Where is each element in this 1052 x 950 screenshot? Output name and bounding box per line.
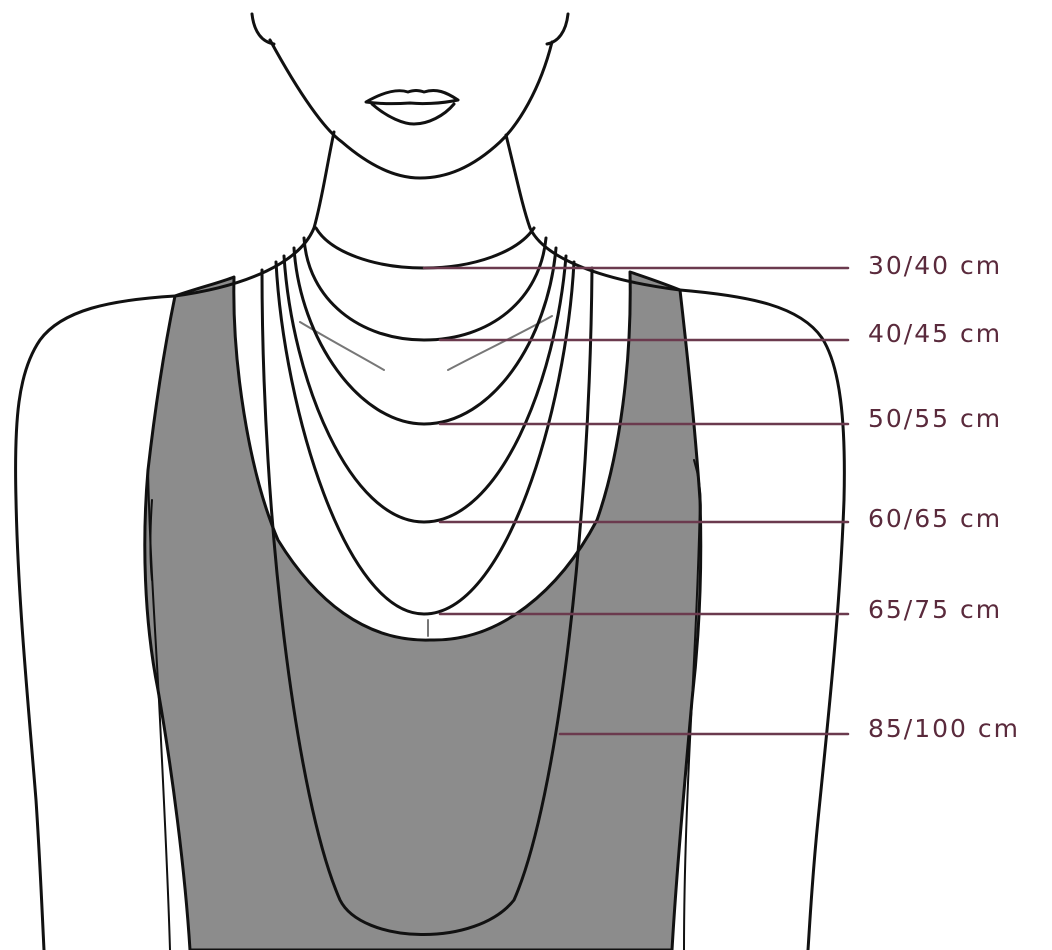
- length-label-30-40: 30/40 cm: [868, 253, 1002, 278]
- right-ear: [547, 14, 568, 44]
- length-label-50-55: 50/55 cm: [868, 406, 1002, 431]
- length-label-40-45: 40/45 cm: [868, 321, 1002, 346]
- upper-lip: [366, 90, 458, 103]
- length-label-85-100: 85/100 cm: [868, 716, 1020, 741]
- necklace-50-55: [294, 248, 556, 424]
- necklace-65-75: [276, 262, 574, 614]
- necklace-40-45: [304, 238, 546, 340]
- length-label-60-65: 60/65 cm: [868, 506, 1002, 531]
- necklace-30-40: [316, 228, 534, 268]
- tank-top: [145, 272, 701, 950]
- right-arm: [680, 290, 844, 950]
- jaw-line: [270, 40, 552, 178]
- lower-lip: [372, 104, 454, 124]
- length-label-65-75: 65/75 cm: [868, 597, 1002, 622]
